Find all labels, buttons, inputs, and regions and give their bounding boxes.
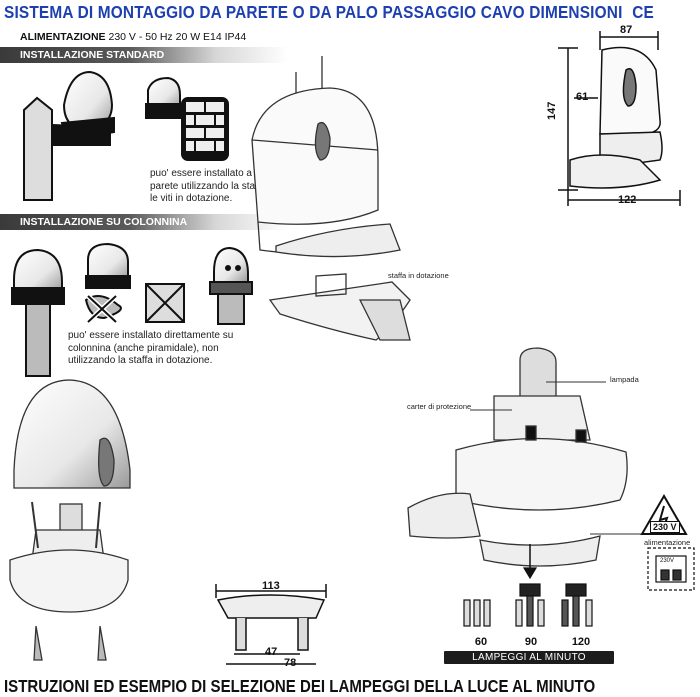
supply-label: ALIMENTAZIONE [20,31,106,43]
flash-option-60: 60 [474,636,488,648]
dim-width-top: 87 [620,24,633,36]
exploded-lamp-view [9,379,131,661]
section-standard-title: INSTALLAZIONE STANDARD [0,47,288,63]
flash-option-90: 90 [524,636,538,648]
flash-selector-pins [463,544,593,627]
lamp-internals-view [407,347,672,567]
standard-install-pole-drawing [23,70,115,201]
dim-bracket-width: 113 [262,580,280,592]
lamp-callout: lampada [610,375,639,384]
standard-note: puo' essere installato a parete utilizza… [150,168,275,204]
terminal-block-drawing [647,547,695,591]
dim-bracket-depth: 78 [284,657,297,669]
dim-inner: 61 [576,91,589,103]
flash-option-120: 120 [571,636,591,648]
supply-value: 230 V - 50 Hz 20 W E14 IP44 [108,31,247,43]
exploded-wall-view [251,56,411,341]
footer-title: ISTRUZIONI ED ESEMPIO DI SELEZIONE DEI L… [4,676,596,696]
dimension-side-view [558,31,681,206]
flash-rate-label: LAMPEGGI AL MINUTO [444,651,614,664]
dim-base: 122 [618,194,637,206]
voltage-badge: 230 V [650,521,680,533]
column-note: puo' essere installato direttamente su c… [68,330,234,366]
dim-hole-spacing: 47 [265,646,278,658]
column-install-drawings [11,242,253,377]
power-callout: alimentazione [644,538,691,547]
bracket-dimension-view [215,584,327,665]
dim-height: 147 [546,101,558,120]
section-column-title: INSTALLAZIONE SU COLONNINA [0,214,288,230]
terminal-label: 230V [660,558,675,564]
ce-mark: CE [632,2,655,22]
standard-install-wall-drawing [145,76,229,161]
bracket-callout: staffa in dotazione [388,271,449,280]
page-title: SISTEMA DI MONTAGGIO DA PARETE O DA PALO… [4,2,655,22]
supply-line: ALIMENTAZIONE 230 V - 50 Hz 20 W E14 IP4… [20,31,246,43]
cover-callout: carter di protezione [407,402,472,411]
